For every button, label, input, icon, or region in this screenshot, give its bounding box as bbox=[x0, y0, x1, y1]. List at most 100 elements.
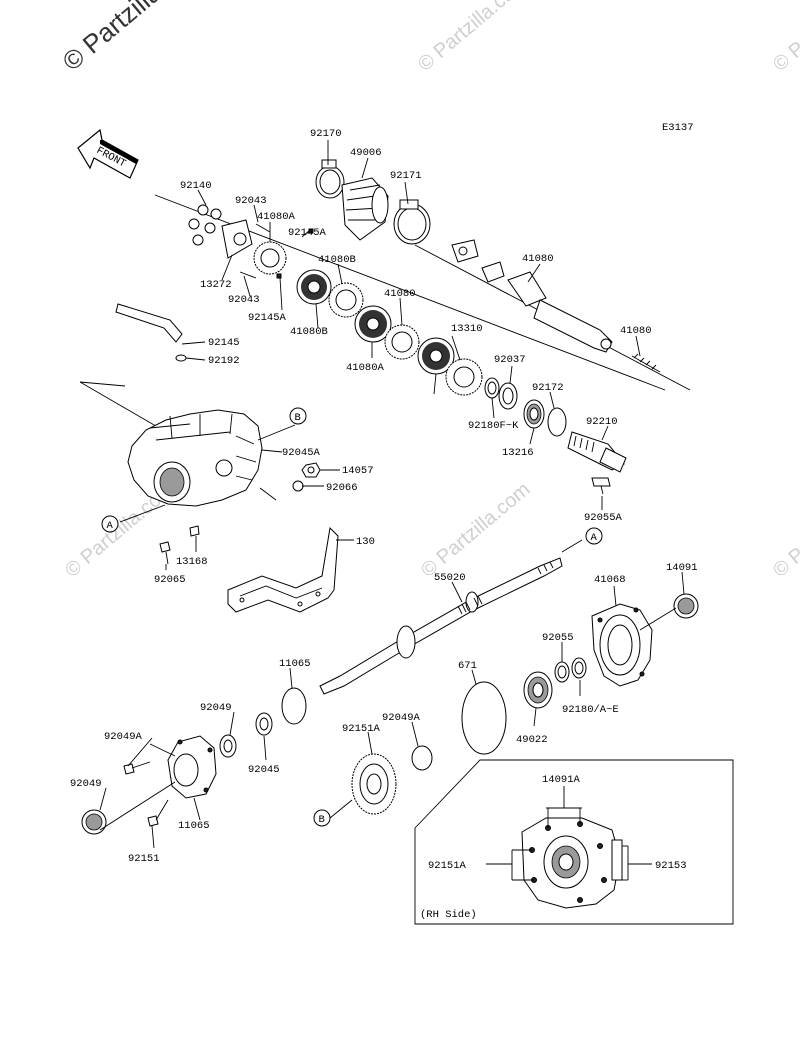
seal-92049-right bbox=[554, 661, 570, 683]
label-11065-right: 14091 bbox=[666, 562, 698, 574]
callout-b-top: B bbox=[289, 407, 307, 425]
label-671: 11065 bbox=[279, 658, 311, 670]
drain-plug-92065 bbox=[189, 525, 200, 537]
seal-92210 bbox=[484, 377, 500, 399]
nut-92066 bbox=[301, 462, 321, 478]
seal-92049A-right bbox=[571, 657, 587, 679]
label-41080-2: 41080A bbox=[346, 362, 385, 374]
svg-text:A: A bbox=[107, 520, 114, 532]
label-92066: 14057 bbox=[342, 465, 374, 477]
bracket-55020 bbox=[227, 526, 339, 613]
clutch-plate-41080B-2 bbox=[384, 324, 420, 360]
plate-13272 bbox=[221, 219, 253, 259]
seal-92049-left bbox=[255, 712, 273, 736]
bearing-92045 bbox=[523, 671, 553, 709]
rh-side-inset: (RH Side) bbox=[414, 759, 734, 925]
label-13272: 13272 bbox=[200, 279, 232, 291]
callout-b-bottom: B bbox=[313, 809, 331, 827]
label-13310: 41080 bbox=[522, 253, 554, 265]
label-14091A: 11065 bbox=[178, 820, 210, 832]
front-arrow-icon: FRONT bbox=[77, 128, 139, 179]
breather-tube-92192 bbox=[115, 303, 183, 343]
label-92140: 92140 bbox=[180, 180, 212, 192]
label-92045: 49022 bbox=[516, 734, 548, 746]
axle-shaft-41068 bbox=[319, 557, 563, 695]
label-92037: 92192 bbox=[208, 355, 240, 367]
diagram-code: E3137 bbox=[662, 122, 694, 134]
label-92151A-upper: 92049A bbox=[104, 731, 143, 743]
callout-a-right: A bbox=[585, 527, 603, 545]
clamp-92170 bbox=[315, 159, 345, 199]
label-92153-inset: 92153 bbox=[655, 860, 687, 872]
label-92180A-E: 92049A bbox=[382, 712, 421, 724]
label-92049-right: 92055 bbox=[542, 632, 574, 644]
friction-disc-41080-2 bbox=[354, 305, 392, 343]
label-92172: 92037 bbox=[494, 354, 526, 366]
bolt-13168 bbox=[591, 477, 611, 495]
svg-text:A: A bbox=[591, 532, 598, 544]
copyright-watermark: © Partzilla.com bbox=[57, 0, 210, 77]
pinion-gear-13216 bbox=[567, 431, 627, 473]
bearing-92045A bbox=[523, 399, 545, 429]
housing-14091 bbox=[591, 603, 653, 687]
label-55020: 130 bbox=[356, 536, 375, 548]
bolt-130 bbox=[159, 541, 171, 565]
label-92055A: 92066 bbox=[326, 482, 358, 494]
clutch-plate-41080A-2 bbox=[445, 358, 483, 396]
label-11065-left: 92049 bbox=[70, 778, 102, 790]
label-41080A-top: 41080A bbox=[257, 211, 296, 223]
housing-14091A bbox=[167, 735, 217, 799]
watermark-5: © Partzilla.com bbox=[769, 478, 800, 581]
label-92170: 92170 bbox=[310, 128, 342, 140]
label-92210: 92180F~K bbox=[468, 420, 519, 432]
watermark-1: © Partzilla.com bbox=[414, 0, 531, 76]
label-92151A-lower: 92151 bbox=[128, 853, 160, 865]
rh-side-housing bbox=[521, 817, 623, 909]
label-130: 92065 bbox=[154, 574, 186, 586]
label-92049A-right: 92180/A~E bbox=[562, 704, 619, 716]
label-92151A-inset: 92151A bbox=[428, 860, 467, 872]
label-14091: 41068 bbox=[594, 574, 626, 586]
label-41080A-mid: 13310 bbox=[451, 323, 483, 335]
bolt-92151A-lower bbox=[147, 799, 169, 827]
label-92065: 13168 bbox=[176, 556, 208, 568]
boot-49006 bbox=[341, 177, 389, 241]
shim-92180A-E bbox=[411, 745, 433, 771]
label-92049A-left: 92049 bbox=[200, 702, 232, 714]
label-92045A: 13216 bbox=[502, 447, 534, 459]
cap-11065-right bbox=[673, 593, 699, 619]
label-92049-left: 92045 bbox=[248, 764, 280, 776]
label-13168: 92055A bbox=[584, 512, 623, 524]
spring-92145 bbox=[631, 353, 661, 373]
inset-caption: (RH Side) bbox=[420, 909, 477, 921]
watermark-4: © Partzilla.com bbox=[417, 478, 534, 581]
seal-92049A-left bbox=[219, 734, 237, 758]
label-92171: 92171 bbox=[390, 170, 422, 182]
watermark-2: © Partzilla.com bbox=[769, 0, 800, 76]
label-13216: 92210 bbox=[586, 416, 618, 428]
leader-lines bbox=[99, 140, 685, 849]
shim-92180F-K bbox=[547, 407, 567, 437]
drive-shaft-13310 bbox=[451, 239, 613, 353]
label-49022: 92151A bbox=[342, 723, 381, 735]
cap-11065-left bbox=[81, 809, 107, 835]
label-41080B-top: 41080B bbox=[318, 254, 356, 266]
label-41080-1: 41080B bbox=[290, 326, 328, 338]
label-92180F-K: 92172 bbox=[532, 382, 564, 394]
label-92145A-bottom: 92145A bbox=[248, 312, 287, 324]
svg-text:B: B bbox=[295, 412, 301, 424]
label-41080B-mid: 41080 bbox=[384, 288, 416, 300]
svg-text:B: B bbox=[319, 814, 325, 826]
label-41068: 55020 bbox=[434, 572, 466, 584]
callout-a-left: A bbox=[101, 515, 119, 533]
label-92043-bottom: 92043 bbox=[228, 294, 260, 306]
housing-14057 bbox=[127, 409, 263, 507]
clamp-92171 bbox=[393, 199, 431, 245]
label-14057: 92045A bbox=[282, 447, 321, 459]
label-92055: 671 bbox=[458, 660, 477, 672]
label-92145: 41080 bbox=[620, 325, 652, 337]
oring-671 bbox=[281, 687, 307, 725]
friction-disc-41080-1 bbox=[296, 269, 332, 305]
